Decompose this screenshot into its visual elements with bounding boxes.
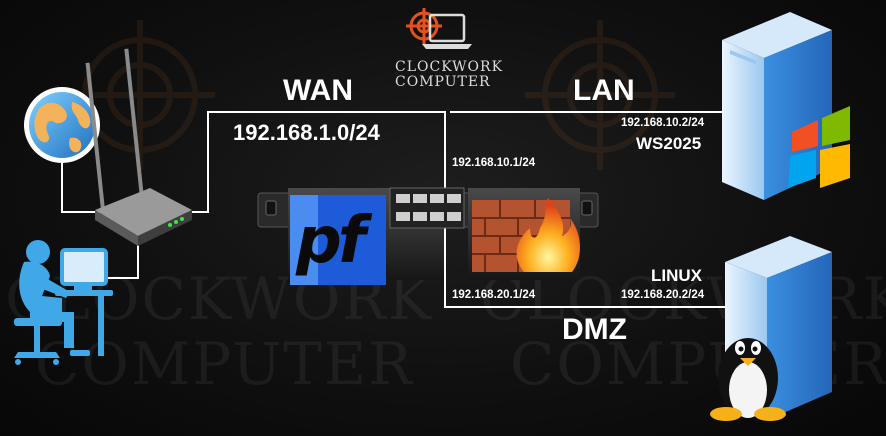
linux-tux-icon: [710, 338, 786, 421]
brand-line1: CLOCKWORK: [395, 59, 504, 75]
brand-logo-text: CLOCKWORK COMPUTER: [395, 59, 504, 90]
dmz-label: DMZ: [562, 313, 627, 346]
lan-label: LAN: [573, 74, 635, 107]
lan-host-name: WS2025: [636, 134, 702, 153]
wifi-router-icon: [85, 48, 192, 246]
lan-gateway-ip: 192.168.10.1/24: [452, 157, 536, 169]
pfsense-logo-icon: pf: [290, 195, 386, 285]
dmz-line: [444, 225, 725, 308]
lan-host-ip: 192.168.10.2/24: [621, 117, 705, 129]
brick-fire-icon: [472, 198, 580, 272]
connection-lines: [61, 111, 725, 308]
computer-to-router-line: [105, 236, 139, 279]
wan-subnet: 192.168.1.0/24: [233, 120, 380, 145]
windows-logo-icon: [788, 106, 850, 188]
dmz-host-ip: 192.168.20.2/24: [621, 289, 705, 301]
watermark-crosshair-right-icon: [525, 20, 675, 170]
watermark-left-line2: COMPUTER: [35, 330, 414, 398]
crosshair-laptop-icon: [406, 8, 472, 49]
user-computer-icon: [14, 240, 113, 365]
wan-label: WAN: [283, 74, 353, 107]
globe-to-router-line: [61, 160, 105, 213]
globe-icon: [24, 87, 100, 163]
dmz-gateway-ip: 192.168.20.1/24: [452, 289, 536, 301]
svg-text:pf: pf: [295, 204, 373, 278]
ethernet-ports-icon: [396, 194, 461, 221]
brand-line2: COMPUTER: [395, 74, 491, 90]
router-to-wan-line: [188, 111, 446, 213]
dmz-host-name: LINUX: [651, 266, 702, 285]
